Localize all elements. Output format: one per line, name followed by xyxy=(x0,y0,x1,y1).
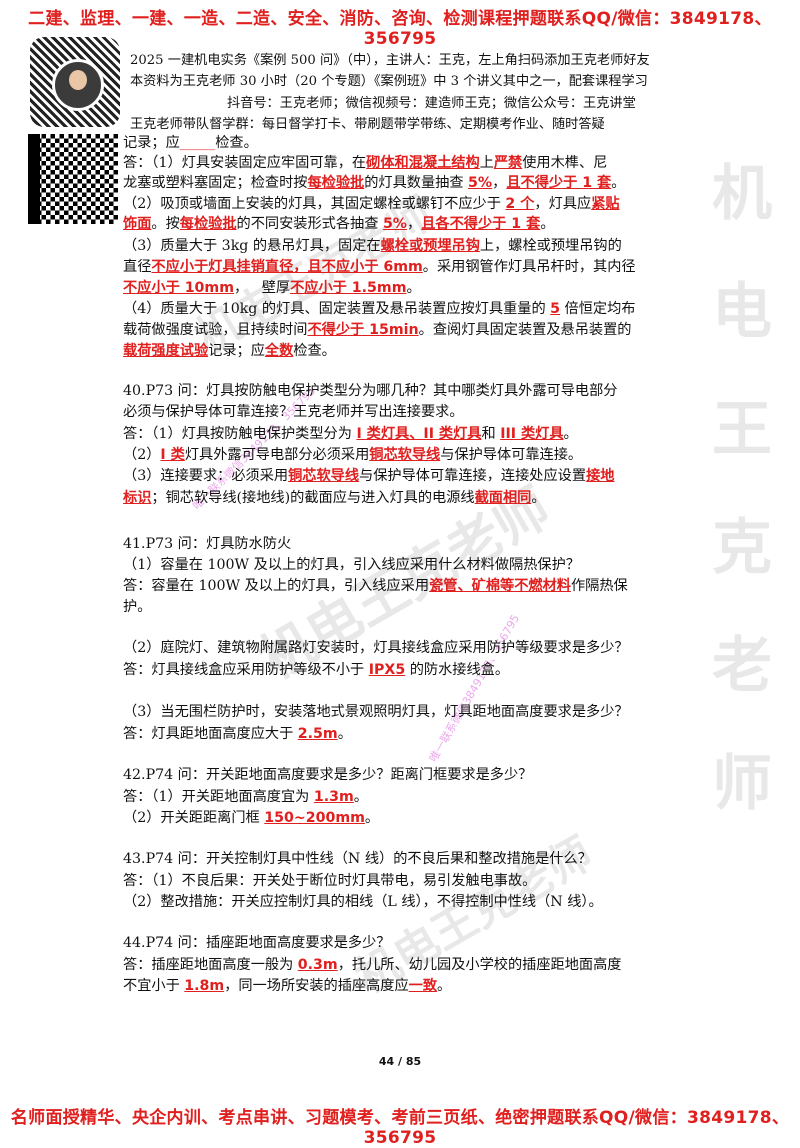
answer-line: 护。 xyxy=(123,599,152,615)
watermark-char: 电 xyxy=(712,277,772,347)
question-41-2: （2）庭院灯、建筑物附属路灯安装时，灯具接线盒应采用防护等级要求是多少？ xyxy=(123,640,629,656)
text-line: 记录；应_____检查。 xyxy=(123,135,258,151)
header-line-4: 王克老师带队督学群：每日督学打卡、带刷题带学带练、定期模考作业、随时答疑 xyxy=(130,117,605,132)
answer-line: 答：插座距地面高度一般为 0.3m，托儿所、幼儿园及小学校的插座距地面高度 xyxy=(123,957,622,973)
watermark-char: 王 xyxy=(712,395,772,465)
answer-line: 载荷强度试验记录；应全数检查。 xyxy=(123,343,336,359)
answer-line: （2）吸顶或墙面上安装的灯具，其固定螺栓或螺钉不应少于 2 个，灯具应紧贴 xyxy=(123,196,620,212)
header-line-1: 2025 一建机电实务《案例 500 问》（中），主讲人：王克，左上角扫码添加王… xyxy=(130,53,650,68)
question-42: 42.P74 问：开关距地面高度要求是多少？距离门框要求是多少？ xyxy=(123,767,533,783)
answer-line: 答：容量在 100W 及以上的灯具，引入线应采用瓷管、矿棉等不燃材料作隔热保 xyxy=(123,578,628,594)
answer-line: 答：灯具距地面高度应大于 2.5m。 xyxy=(123,726,352,742)
answer-line: （3）连接要求：必须采用铜芯软导线与保护导体可靠连接，连接处应设置接地 xyxy=(123,468,615,484)
watermark-char: 克 xyxy=(712,513,772,583)
header-line-2: 本资料为王克老师 30 小时（20 个专题）《案例班》中 3 个讲义其中之一，配… xyxy=(130,74,648,89)
answer-line: （2）整改措施：开关应控制灯具的相线（L 线），不得控制中性线（N 线）。 xyxy=(123,894,603,910)
header-line-3: 抖音号：王克老师；微信视频号：建造师王克；微信公众号：王克讲堂 xyxy=(227,96,636,111)
answer-line: 答：灯具接线盒应采用防护等级不小于 IPX5 的防水接线盒。 xyxy=(123,662,510,678)
top-banner: 二建、监理、一建、一造、二造、安全、消防、咨询、检测课程押题联系QQ/微信：38… xyxy=(28,9,772,49)
answer-line: 答：（1）灯具安装固定应牢固可靠，在砌体和混凝土结构上严禁使用木榫、尼 xyxy=(123,155,608,171)
watermark-char: 机 xyxy=(712,159,772,229)
question-44: 44.P74 问：插座距地面高度要求是多少？ xyxy=(123,935,391,951)
question-41-3: （3）当无围栏防护时，安装落地式景观照明灯具，灯具距地面高度要求是多少？ xyxy=(123,704,629,720)
question-41: 41.P73 问：灯具防水防火 xyxy=(123,536,292,552)
answer-line: 载荷做强度试验，且持续时间不得少于 15min。查阅灯具固定装置及悬吊装置的 xyxy=(123,322,632,338)
page-number: 44 / 85 xyxy=(378,1055,422,1068)
answer-line: 标识；铜芯软导线(接地线)的截面应与进入灯具的电源线截面相同。 xyxy=(123,490,546,506)
wechat-qr-code xyxy=(30,37,120,127)
answer-line: 答：（1）不良后果：开关处于断位时灯具带电，易引发触电事故。 xyxy=(123,873,537,889)
answer-line: 不宜小于 1.8m，同一场所安装的插座高度应一致。 xyxy=(123,978,452,994)
question-41-1: （1）容量在 100W 及以上的灯具，引入线应采用什么材料做隔热保护？ xyxy=(123,557,580,573)
answer-line: （3）质量大于 3kg 的悬吊灯具，固定在螺栓或预埋吊钩上，螺栓或预埋吊钩的 xyxy=(123,238,622,254)
answer-line: 直径不应小于灯具挂销直径，且不应小于 6mm。采用钢管作灯具吊杆时，其内径 xyxy=(123,259,636,275)
teacher-photo xyxy=(52,59,104,111)
small-qr-code xyxy=(28,134,118,224)
answer-line: 龙塞或塑料塞固定；检查时按每检验批的灯具数量抽查 5%，且不得少于 1 套。 xyxy=(123,175,626,191)
question-40: 40.P73 问：灯具按防触电保护类型分为哪几种？其中哪类灯具外露可导电部分 xyxy=(123,383,618,399)
watermark-contact: 唯一联系微信3849178、356795 xyxy=(426,612,523,765)
answer-line: （2）开关距距离门框 150~200mm。 xyxy=(123,810,380,826)
watermark-char: 老 xyxy=(712,631,772,701)
watermark-char: 师 xyxy=(712,749,772,819)
question-40-cont: 必须与保护导体可靠连接？王克老师并写出连接要求。 xyxy=(123,404,464,420)
answer-line: （4）质量大于 10kg 的灯具、固定装置及悬吊装置应按灯具重量的 5 倍恒定均… xyxy=(123,301,636,317)
answer-line: 答：（1）开关距地面高度宜为 1.3m。 xyxy=(123,789,368,805)
answer-line: 不应小于 10mm， 壁厚不应小于 1.5mm。 xyxy=(123,280,421,296)
answer-line: （2）I 类灯具外露可导电部分必须采用铜芯软导线与保护导体可靠连接。 xyxy=(123,447,583,463)
bottom-banner: 名师面授精华、央企内训、考点串讲、习题模考、考前三页纸、绝密押题联系QQ/微信：… xyxy=(10,1108,790,1148)
answer-line: 饰面。按每检验批的不同安装形式各抽查 5%，且各不得少于 1 套。 xyxy=(123,216,555,232)
question-43: 43.P74 问：开关控制灯具中性线（N 线）的不良后果和整改措施是什么？ xyxy=(123,851,592,867)
answer-line: 答：（1）灯具按防触电保护类型分为 I 类灯具、II 类灯具和 III 类灯具。 xyxy=(123,426,578,442)
